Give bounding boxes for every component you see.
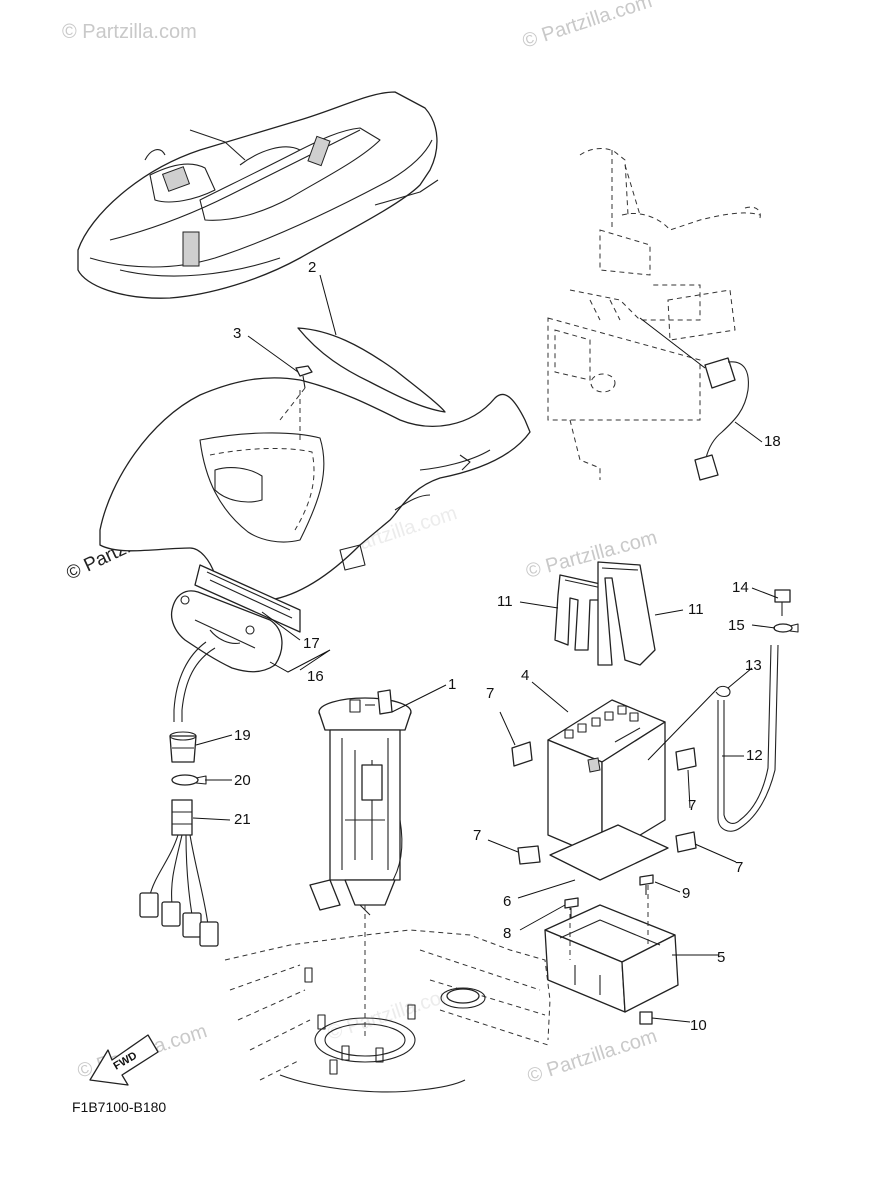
callout-11: 11 [497,593,513,610]
part-12-breather-hose [717,644,779,832]
callout-11: 11 [688,601,704,618]
part-21-wire-harness [139,799,219,947]
fuel-tank-illustration [224,905,551,1093]
part-11-battery-band-right [597,561,656,666]
part-2-decal [297,327,446,413]
callout-21: 21 [234,811,251,828]
callout-3: 3 [233,325,241,342]
part-9-bolt [639,874,654,895]
diagram-code: F1B7100-B180 [72,1099,166,1115]
part-7-pad [675,831,697,853]
callout-1: 1 [448,676,456,693]
part-1-fuel-pump [309,689,412,916]
callout-15: 15 [728,617,745,634]
callout-7: 7 [473,827,481,844]
part-16-vent-assembly [170,590,283,673]
callout-5: 5 [717,949,725,966]
part-4-battery [547,699,666,859]
callout-17: 17 [303,635,320,652]
callout-4: 4 [521,667,529,684]
part-18-sensor [639,317,749,481]
part-3-screw [279,365,313,421]
part-5-battery-box [544,885,679,1013]
part-6-sheet [549,824,669,881]
part-20-clamp [171,774,207,786]
callout-13: 13 [745,657,762,674]
callout-7: 7 [688,797,696,814]
watermark: © Partzilla.com [520,0,655,53]
part-17-vent-cover [194,564,301,633]
callout-12: 12 [746,747,763,764]
callout-20: 20 [234,772,251,789]
steering-assembly-illustration [547,147,761,480]
callout-10: 10 [690,1017,707,1034]
part-15-clamp [773,623,799,633]
part-10-nut [639,1011,653,1025]
callout-14: 14 [732,579,749,596]
callout-18: 18 [764,433,781,450]
part-8-bolt [564,897,579,918]
callout-7: 7 [486,685,494,702]
watercraft-illustration [77,91,439,299]
part-7-pad [675,747,697,771]
part-7-pad [517,845,541,865]
watermark: © Partzilla.com [325,982,460,1045]
watermark: © Partzilla.com [62,21,197,43]
leader-lines [192,274,779,1023]
part-14-breather-cap [774,589,791,616]
callout-6: 6 [503,893,511,910]
fwd-arrow-icon: FWD [89,1034,159,1086]
watermark: © Partzilla.com [525,1025,660,1088]
callout-16: 16 [307,668,324,685]
callout-8: 8 [503,925,511,942]
callout-7: 7 [735,859,743,876]
callout-19: 19 [234,727,251,744]
callout-2: 2 [308,259,316,276]
part-13-clip [715,685,731,698]
hood-deck-illustration [99,377,531,602]
callout-9: 9 [682,885,690,902]
vent-hose [173,641,216,722]
part-7-pad [511,741,533,767]
part-19-grommet [169,731,197,763]
callout-labels: 1 2 3 4 5 6 7 7 7 7 8 9 10 11 11 12 13 1… [233,259,781,1034]
